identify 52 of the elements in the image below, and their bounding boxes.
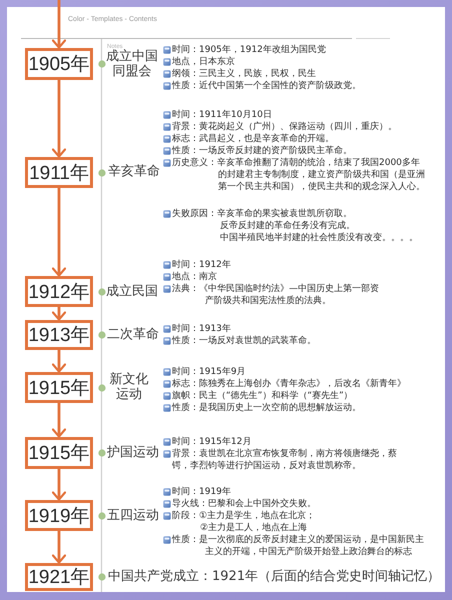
note-text: 失败原因：辛亥革命的果实被袁世凯所窃取。: [172, 208, 353, 220]
event-title: 成立中国同盟会: [105, 49, 159, 79]
note-text: 法典：《中华民国临时约法》—中国历史上第一部资产阶级共和国宪法性质的法典。: [172, 283, 380, 307]
arrow: [52, 0, 66, 49]
year-label: 1915年: [28, 376, 90, 400]
note-text: 时间：1915年9月: [172, 366, 247, 378]
note-text: 时间：1911年10月10日: [172, 109, 273, 121]
note-text: 标志：武昌起义，也是辛亥革命的开端。: [172, 133, 335, 145]
year-label: 1919年: [28, 504, 90, 528]
note-text: 背景：袁世凯在北京宣布恢复帝制，南方将领唐继尧，蔡锷，李烈钧等进行护国运动，反对袁世凯称帝。: [172, 448, 398, 472]
event-title: 成立民国: [106, 284, 158, 299]
note-text: 历史意义：辛亥革命推翻了清朝的统治，结束了我国2000多年的封建君主专制制度，建立资产阶级共和国（是亚洲第一个民主共和国），使民主共和的观念深入人心。: [172, 157, 426, 193]
arrow: [52, 80, 66, 158]
note-text: 纲领：三民主义，民族，民权，民生: [172, 68, 317, 80]
note-text: 时间：1912年: [172, 259, 232, 271]
note-text: 地点：南京: [172, 271, 218, 283]
event-title: 中国共产党成立：1921年（后面的结合党史时间轴记忆）: [108, 569, 440, 584]
arrow: [52, 188, 66, 277]
note-text: 反帝反封建的革命任务没有完成。: [220, 220, 356, 232]
year-label: 1911年: [29, 162, 89, 186]
note-text: 背景：黄花岗起义（广州）、保路运动（四川，重庆）。: [172, 121, 398, 133]
note-text: 性质：近代中国第一个全国性的资产阶级政党。: [172, 80, 362, 92]
note-text: 性质：是一次彻底的反帝反封建主义的爱国运动，是中国新民主主义的开端，中国无产阶级开始登上政治舞台的标志: [172, 534, 425, 558]
event-title: 五四运动: [107, 508, 159, 523]
year-label: 1915年: [28, 442, 90, 466]
note-text: 时间：1919年: [172, 486, 232, 498]
note-text: 导火线：巴黎和会上中国外交失败。: [172, 498, 317, 510]
event-title: 二次革命: [107, 327, 159, 342]
note-text: ②主力是工人，地点在上海: [200, 522, 308, 534]
arrow: [52, 403, 66, 438]
arrow: [52, 469, 66, 501]
arrow: [52, 350, 66, 373]
note-text: 性质：一场反帝反封建的资产阶级民主革命。: [172, 145, 353, 157]
arrow: [52, 307, 66, 321]
year-label: 1921年: [28, 566, 90, 590]
note-text: 时间：1905年，1912年改组为国民党: [172, 44, 327, 56]
year-label: 1913年: [28, 324, 90, 348]
event-title: 辛亥革命: [108, 164, 160, 179]
year-label: 1912年: [28, 280, 90, 304]
note-text: 阶段：①主力是学生，地点在北京；: [172, 510, 316, 522]
event-title: 新文化运动: [108, 372, 150, 402]
note-text: 中国半殖民地半封建的社会性质没有改变。。。。: [220, 232, 419, 244]
note-text: 地点，日本东京: [172, 56, 236, 68]
event-title: 护国运动: [107, 445, 159, 460]
note-text: 性质：是我国历史上一次空前的思想解放运动。: [172, 402, 362, 414]
arrow: [52, 531, 66, 564]
note-text: 旗帜：民主（“德先生”）和科学（“赛先生”）: [172, 390, 354, 402]
note-text: 标志：陈独秀在上海创办《青年杂志》，后改名《新青年》: [172, 378, 407, 390]
note-text: 时间：1913年: [172, 323, 232, 335]
note-text: 性质：一场反对袁世凯的武装革命。: [172, 335, 317, 347]
note-text: 时间：1915年12月: [172, 436, 252, 448]
year-label: 1905年: [28, 53, 90, 77]
